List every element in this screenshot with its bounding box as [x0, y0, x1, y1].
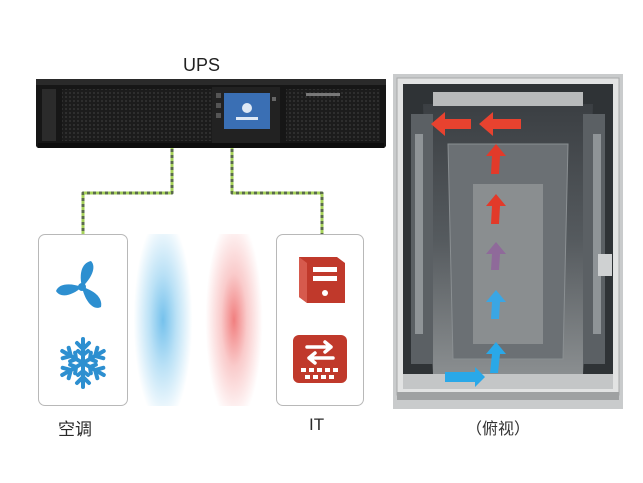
ups-title: UPS [183, 55, 221, 75]
cold-air-zone [128, 234, 198, 406]
top-view-label: （俯视） [466, 419, 531, 438]
cold-airflow-arrows [431, 112, 521, 387]
network-switch-icon [293, 335, 347, 383]
ups-device [36, 79, 386, 148]
hot-air-zone [200, 234, 268, 406]
rack-top-view [393, 74, 623, 409]
it-label: IT [309, 415, 325, 434]
snowflake-icon [57, 337, 109, 389]
air-conditioner-panel [38, 234, 128, 406]
air-conditioner-label: 空调 [58, 420, 92, 440]
it-equipment-panel [276, 234, 364, 406]
fan-icon [56, 261, 102, 308]
server-tower-icon [299, 257, 345, 303]
